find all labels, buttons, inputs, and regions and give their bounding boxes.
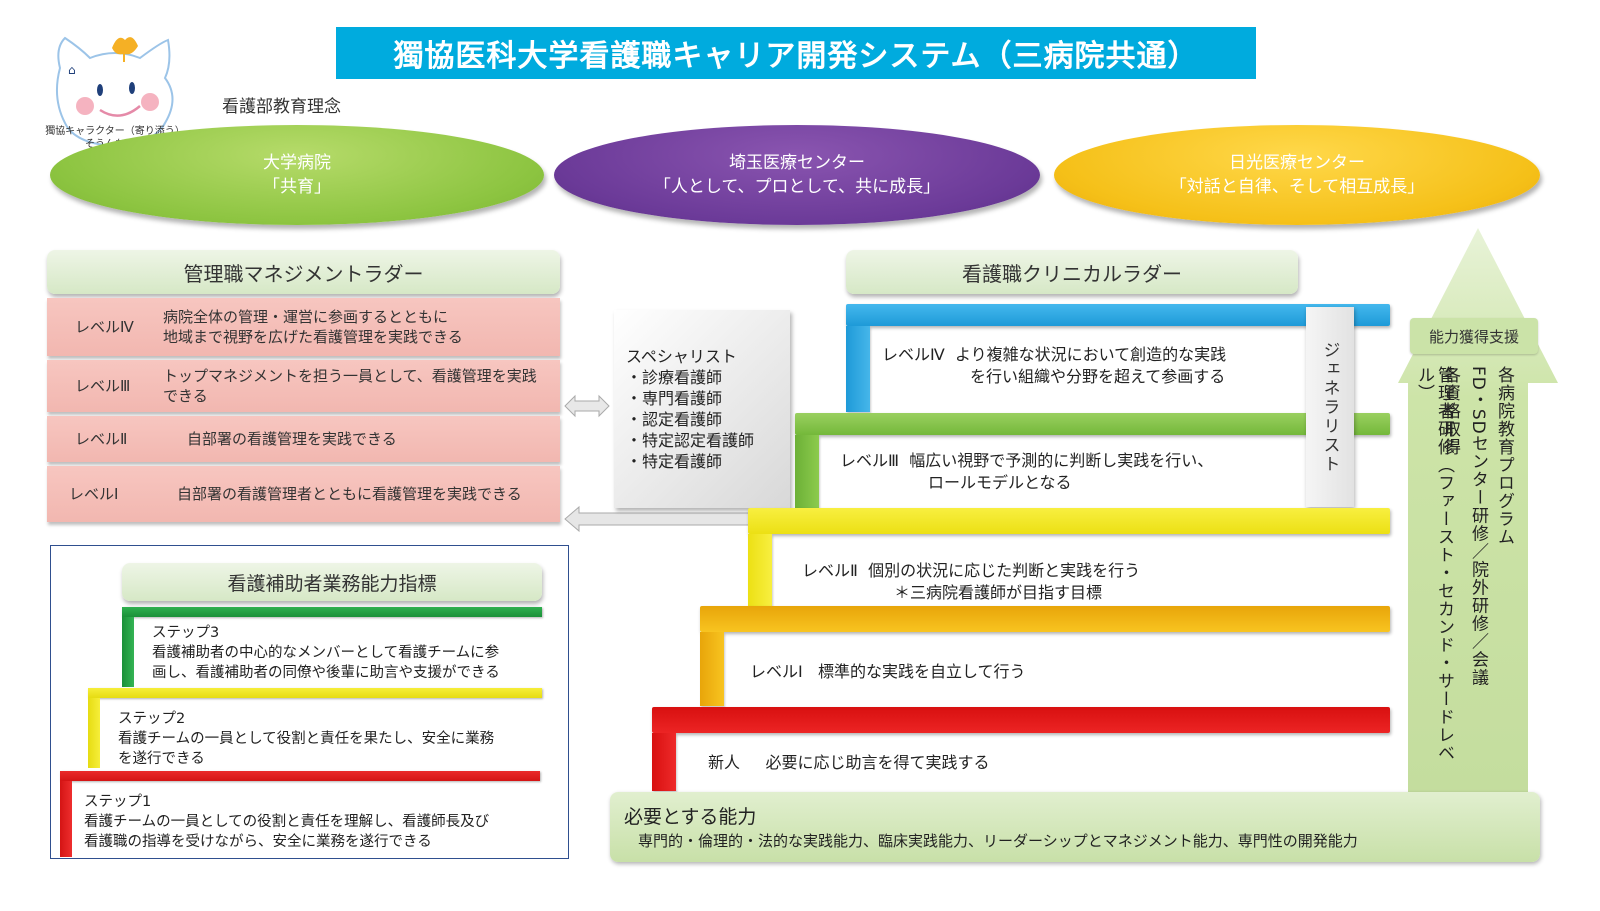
clinical-level-text: レベルⅢ 幅広い視野で予測的に判断し実践を行い、 ロールモデルとなる	[840, 450, 1213, 494]
clinical-step-riser-level4	[846, 326, 870, 412]
clinical-level-text: レベルⅣ より複雑な状況において創造的な実践 を行い組織や分野を超えて参画する	[882, 344, 1226, 388]
clinical-level-text: 新人 必要に応じ助言を得て実践する	[708, 752, 989, 774]
support-item: FD・SDセンター研修／院外研修／会議	[1468, 366, 1488, 687]
level-desc-line: トップマネジメントを担う一員として、看護管理を実践	[163, 367, 537, 385]
clinical-step-riser-newcomer	[652, 733, 676, 791]
management-level-row: レベルⅣ 病院全体の管理・運営に参画するとともに 地域まで視野を広げた看護管理を…	[47, 298, 560, 356]
specialist-item: ・特定看護師	[626, 452, 723, 471]
required-abilities-desc: 専門的・倫理的・法的な実践能力、臨床実践能力、リーダーシップとマネジメント能力、…	[638, 832, 1358, 850]
level-desc: トップマネジメントを担う一員として、看護管理を実践 できる	[163, 366, 560, 406]
step-label: ステップ1	[84, 794, 152, 810]
aide-step-bar-1	[60, 771, 540, 781]
clinical-step-riser-level2	[748, 534, 772, 606]
clinical-step-riser-level3	[795, 435, 819, 510]
hospital-ellipse-nikko: 日光医療センター 「対話と自律、そして相互成長」	[1054, 125, 1540, 225]
level-desc-line: 地域まで視野を広げた看護管理を実践できる	[163, 328, 463, 346]
hospital-ellipse-saitama: 埼玉医療センター 「人として、プロとして、共に成長」	[554, 125, 1040, 225]
double-arrow-icon	[564, 394, 610, 418]
hospital-motto: 「人として、プロとして、共に成長」	[653, 177, 941, 197]
hospital-name: 日光医療センター	[1229, 153, 1365, 173]
aide-step-riser-2	[88, 698, 100, 768]
level-label: レベルⅣ	[882, 345, 945, 364]
level-label: 新人	[708, 753, 741, 772]
support-item: 各病院教育プログラム	[1494, 366, 1514, 546]
clinical-level-text: レベルⅡ 個別の状況に応じた判断と実践を行う ＊三病院看護師が目指す目標	[802, 560, 1140, 604]
step-label: ステップ3	[152, 625, 220, 641]
level-desc: 自部署の看護管理を実践できる	[187, 430, 397, 448]
level-label: レベルⅢ	[840, 451, 900, 470]
level-desc-line: 標準的な実践を自立して行う	[818, 662, 1026, 681]
aide-step-riser-1	[60, 781, 72, 857]
specialist-title: スペシャリスト	[626, 347, 737, 366]
required-abilities-box	[610, 792, 1540, 862]
specialist-item: ・認定看護師	[626, 410, 723, 429]
mascot-caption-line1: 獨協キャラクター（寄り添う）	[45, 126, 185, 137]
support-item: 各資格取得	[1440, 366, 1460, 456]
hospital-motto: 「共育」	[263, 177, 331, 197]
aide-index-frame	[50, 545, 569, 859]
clinical-step-bar-level3	[795, 413, 1390, 435]
level-desc-line: 必要に応じ助言を得て実践する	[765, 753, 990, 772]
level-label: レベルⅢ	[75, 377, 131, 395]
philosophy-label: 看護部教育理念	[222, 97, 341, 117]
aide-index-header: 看護補助者業務能力指標	[122, 563, 542, 601]
clinical-step-bar-level1	[700, 606, 1390, 632]
level-label: レベルⅠ	[750, 662, 803, 681]
level-desc-line: 病院全体の管理・運営に参画するとともに	[163, 308, 449, 326]
level-label: レベルⅡ	[75, 430, 128, 448]
specialist-item: ・診療看護師	[626, 368, 723, 387]
clinical-step-riser-level1	[700, 632, 724, 706]
management-level-row: レベルⅠ 自部署の看護管理者とともに看護管理を実践できる	[47, 466, 560, 522]
level-desc-line: を行い組織や分野を超えて参画する	[970, 367, 1226, 386]
level-desc-line: ＊三病院看護師が目指す目標	[894, 583, 1103, 602]
hospital-motto: 「対話と自律、そして相互成長」	[1169, 177, 1425, 197]
hospital-name: 大学病院	[263, 153, 331, 173]
step-desc-line: 看護チームの一員としての役割と責任を理解し、看護師長及び	[84, 814, 490, 830]
aide-step-text: ステップ1 看護チームの一員としての役割と責任を理解し、看護師長及び 看護職の指…	[84, 792, 489, 852]
page-title: 獨協医科大学看護職キャリア開発システム（三病院共通）	[336, 27, 1256, 79]
step-desc-line: 画し、看護補助者の同僚や後輩に助言や支援ができる	[152, 665, 500, 681]
clinical-step-bar-newcomer	[652, 707, 1390, 733]
level-desc-line: より複雑な状況において創造的な実践	[954, 345, 1227, 364]
aide-step-text: ステップ2 看護チームの一員として役割と責任を果たし、安全に業務 を遂行できる	[118, 709, 494, 769]
management-ladder-header: 管理職マネジメントラダー	[47, 250, 560, 294]
support-item: 管理者研修（ファースト・セカンド・サードレベル）	[1414, 366, 1454, 762]
level-desc-line: 幅広い視野で予測的に判断し実践を行い、	[909, 451, 1214, 470]
level-desc-line: できる	[163, 387, 208, 405]
level-desc-line: 個別の状況に応じた判断と実践を行う	[868, 561, 1141, 580]
step-desc-line: 看護職の指導を受けながら、安全に業務を遂行できる	[84, 834, 432, 850]
up-arrow-icon	[1398, 228, 1558, 793]
specialist-item: ・専門看護師	[626, 389, 723, 408]
clinical-ladder-header: 看護職クリニカルラダー	[846, 250, 1298, 294]
generalist-box: ジェネラリスト	[1306, 307, 1354, 507]
aide-step-text: ステップ3 看護補助者の中心的なメンバーとして看護チームに参 画し、看護補助者の…	[152, 623, 500, 683]
level-desc: 病院全体の管理・運営に参画するとともに 地域まで視野を広げた看護管理を実践できる	[163, 307, 560, 347]
svg-text:⌂: ⌂	[68, 63, 76, 77]
clinical-step-bar-level2	[748, 508, 1390, 534]
aide-step-bar-2	[88, 688, 542, 698]
step-desc-line: を遂行できる	[118, 751, 205, 767]
step-label: ステップ2	[118, 711, 186, 727]
hospital-name: 埼玉医療センター	[729, 153, 865, 173]
level-desc: 自部署の看護管理者とともに看護管理を実践できる	[177, 485, 522, 503]
specialist-box: スペシャリスト ・診療看護師 ・専門看護師 ・認定看護師 ・特定認定看護師 ・特…	[614, 310, 790, 508]
management-level-row: レベルⅡ 自部署の看護管理を実践できる	[47, 416, 560, 462]
aide-step-riser-3	[122, 617, 134, 687]
left-arrow-icon	[564, 505, 752, 533]
required-abilities-title: 必要とする能力	[624, 806, 757, 828]
mascot-character-icon: ⌂	[55, 36, 174, 148]
step-desc-line: 看護チームの一員として役割と責任を果たし、安全に業務	[118, 731, 495, 747]
level-label: レベルⅣ	[75, 318, 134, 336]
level-desc-line: ロールモデルとなる	[928, 473, 1072, 492]
management-level-row: レベルⅢ トップマネジメントを担う一員として、看護管理を実践 できる	[47, 360, 560, 412]
clinical-step-bar-level4	[846, 304, 1390, 326]
level-label: レベルⅠ	[69, 485, 119, 503]
hospital-ellipse-university: 大学病院 「共育」	[50, 125, 544, 225]
level-label: レベルⅡ	[802, 561, 858, 580]
specialist-item: ・特定認定看護師	[626, 431, 755, 450]
clinical-level-text: レベルⅠ 標準的な実践を自立して行う	[750, 661, 1026, 683]
support-label: 能力獲得支援	[1410, 318, 1538, 354]
step-desc-line: 看護補助者の中心的なメンバーとして看護チームに参	[152, 645, 500, 661]
aide-step-bar-3	[122, 607, 542, 617]
